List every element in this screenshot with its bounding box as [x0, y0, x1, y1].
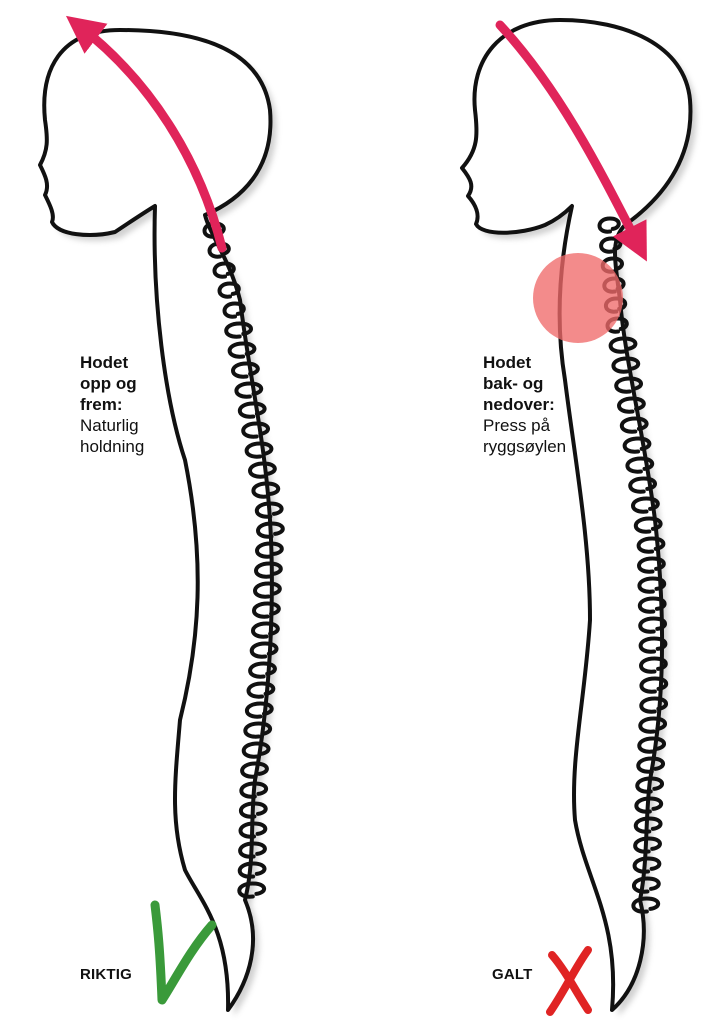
caption-wrong: Hodet bak- og nedover: Press på ryggsøyl…	[483, 352, 566, 457]
figure-silhouette	[40, 30, 272, 1010]
caption-bold-line: Hodet	[80, 352, 144, 373]
caption-normal-line: holdning	[80, 436, 144, 457]
caption-bold-line: nedover:	[483, 394, 566, 415]
caption-normal-line: Naturlig	[80, 415, 144, 436]
caption-bold-line: bak- og	[483, 373, 566, 394]
caption-bold-line: Hodet	[483, 352, 566, 373]
cross-mark-icon	[550, 950, 588, 1012]
caption-correct: Hodet opp og frem: Naturlig holdning	[80, 352, 144, 457]
caption-bold-line: opp og	[80, 373, 144, 394]
correct-posture-figure	[40, 25, 283, 1016]
caption-normal-line: Press på	[483, 415, 566, 436]
pressure-highlight-circle	[533, 253, 623, 343]
caption-bold-line: frem:	[80, 394, 144, 415]
check-mark-icon	[155, 905, 212, 1000]
wrong-posture-figure	[462, 20, 696, 1016]
caption-normal-line: ryggsøylen	[483, 436, 566, 457]
verdict-correct: RIKTIG	[80, 966, 132, 983]
verdict-wrong: GALT	[492, 966, 533, 983]
